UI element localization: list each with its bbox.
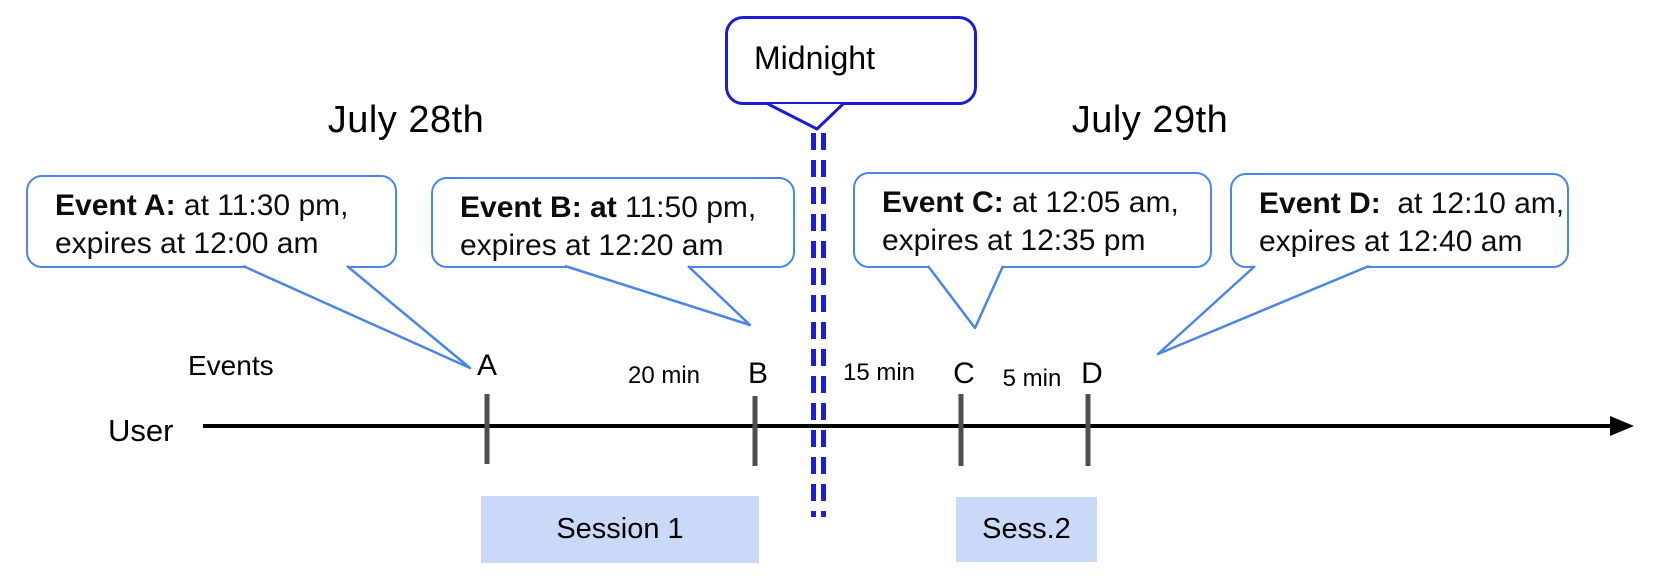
event-d-pointer <box>1156 264 1370 356</box>
event-c-callout: Event C: at 12:05 am, expires at 12:35 p… <box>853 172 1212 268</box>
tick-a <box>484 394 490 464</box>
event-a-title: Event A: <box>55 189 176 222</box>
event-c-pointer <box>927 265 1005 330</box>
date-title-july-28: July 28th <box>327 99 485 141</box>
session-2-label: Sess.2 <box>982 513 1071 545</box>
timeline-arrowhead-icon <box>1610 416 1634 436</box>
midnight-pointer <box>767 102 845 131</box>
event-b-time: 11:50 pm, <box>616 191 757 224</box>
event-c-time: at 12:05 am, <box>1003 186 1179 219</box>
gap-label-20min: 20 min <box>627 362 701 389</box>
marker-label-a: A <box>476 349 498 382</box>
event-a-pointer <box>242 264 472 370</box>
event-d-line2: expires at 12:40 am <box>1259 225 1523 258</box>
marker-label-b: B <box>747 357 769 390</box>
session-2-box: Sess.2 <box>956 497 1097 562</box>
tick-b <box>752 396 758 466</box>
event-c-title: Event C: <box>882 186 1004 219</box>
event-b-title: Event B: at <box>460 191 617 224</box>
event-d-line1: Event D: at 12:10 am, <box>1259 185 1567 223</box>
event-d-title: Event D: <box>1259 187 1381 220</box>
session-1-label: Session 1 <box>556 513 684 545</box>
gap-label-15min: 15 min <box>842 359 916 386</box>
event-a-callout: Event A: at 11:30 pm, expires at 12:00 a… <box>26 175 397 268</box>
midnight-label: Midnight <box>754 40 875 76</box>
event-b-line2: expires at 12:20 am <box>460 229 724 262</box>
axis-label-user: User <box>108 413 174 448</box>
tick-d <box>1085 394 1091 466</box>
event-b-callout: Event B: at 11:50 pm, expires at 12:20 a… <box>431 177 795 268</box>
event-a-line1: Event A: at 11:30 pm, <box>55 187 395 225</box>
event-d-time: at 12:10 am, <box>1380 187 1565 220</box>
marker-label-d: D <box>1081 357 1103 390</box>
event-a-time: at 11:30 pm, <box>175 189 349 222</box>
marker-label-c: C <box>953 357 975 390</box>
event-a-line2: expires at 12:00 am <box>55 227 319 260</box>
event-c-line2: expires at 12:35 pm <box>882 224 1146 257</box>
axis-label-events: Events <box>188 350 274 381</box>
date-title-july-29: July 29th <box>1071 99 1229 141</box>
tick-c <box>958 394 964 466</box>
event-d-callout: Event D: at 12:10 am, expires at 12:40 a… <box>1230 173 1569 268</box>
event-c-line1: Event C: at 12:05 am, <box>882 184 1210 222</box>
midnight-callout: Midnight <box>725 16 977 105</box>
session-1-box: Session 1 <box>481 496 759 563</box>
event-b-pointer <box>564 264 752 327</box>
event-b-line1: Event B: at 11:50 pm, <box>460 189 793 227</box>
gap-label-5min: 5 min <box>1002 365 1062 392</box>
